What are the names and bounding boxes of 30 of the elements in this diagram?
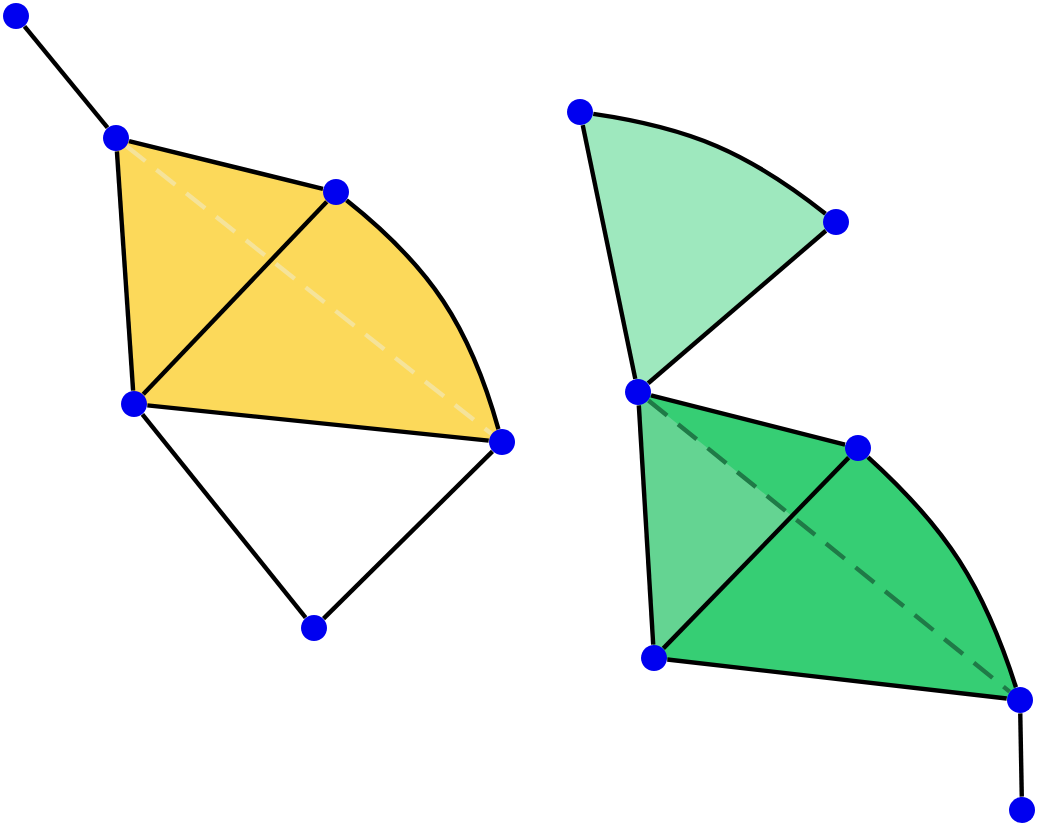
- edge-line: [866, 455, 1018, 688]
- edge-line: [147, 403, 489, 443]
- edge-line: [345, 198, 501, 430]
- vertex-dot: [1009, 797, 1035, 823]
- vertex-dot: [625, 379, 651, 405]
- edge-line: [114, 151, 136, 391]
- edge-line: [22, 24, 110, 130]
- vertex-dot: [489, 429, 515, 455]
- edge-line: [322, 449, 495, 621]
- vertex-dot: [641, 645, 667, 671]
- edge-line: [140, 413, 308, 619]
- vertex-dot: [301, 615, 327, 641]
- vertex-dot: [1007, 687, 1033, 713]
- edge-line: [141, 200, 329, 396]
- edge-line: [1018, 713, 1024, 797]
- vertex-dot: [3, 3, 29, 29]
- edge-line: [650, 393, 846, 447]
- edge-line: [667, 657, 1007, 701]
- edge-line: [646, 229, 828, 385]
- edge-line: [636, 405, 656, 645]
- edge-line: [661, 456, 851, 650]
- edge-line: [128, 139, 324, 191]
- vertex-dot: [103, 125, 129, 151]
- vertex-dot: [823, 209, 849, 235]
- vertex-dot: [323, 179, 349, 205]
- edge-line: [592, 111, 827, 216]
- vertex-dot: [567, 99, 593, 125]
- edge-line: [580, 124, 638, 380]
- vertex-dot: [121, 391, 147, 417]
- vertex-dot: [845, 435, 871, 461]
